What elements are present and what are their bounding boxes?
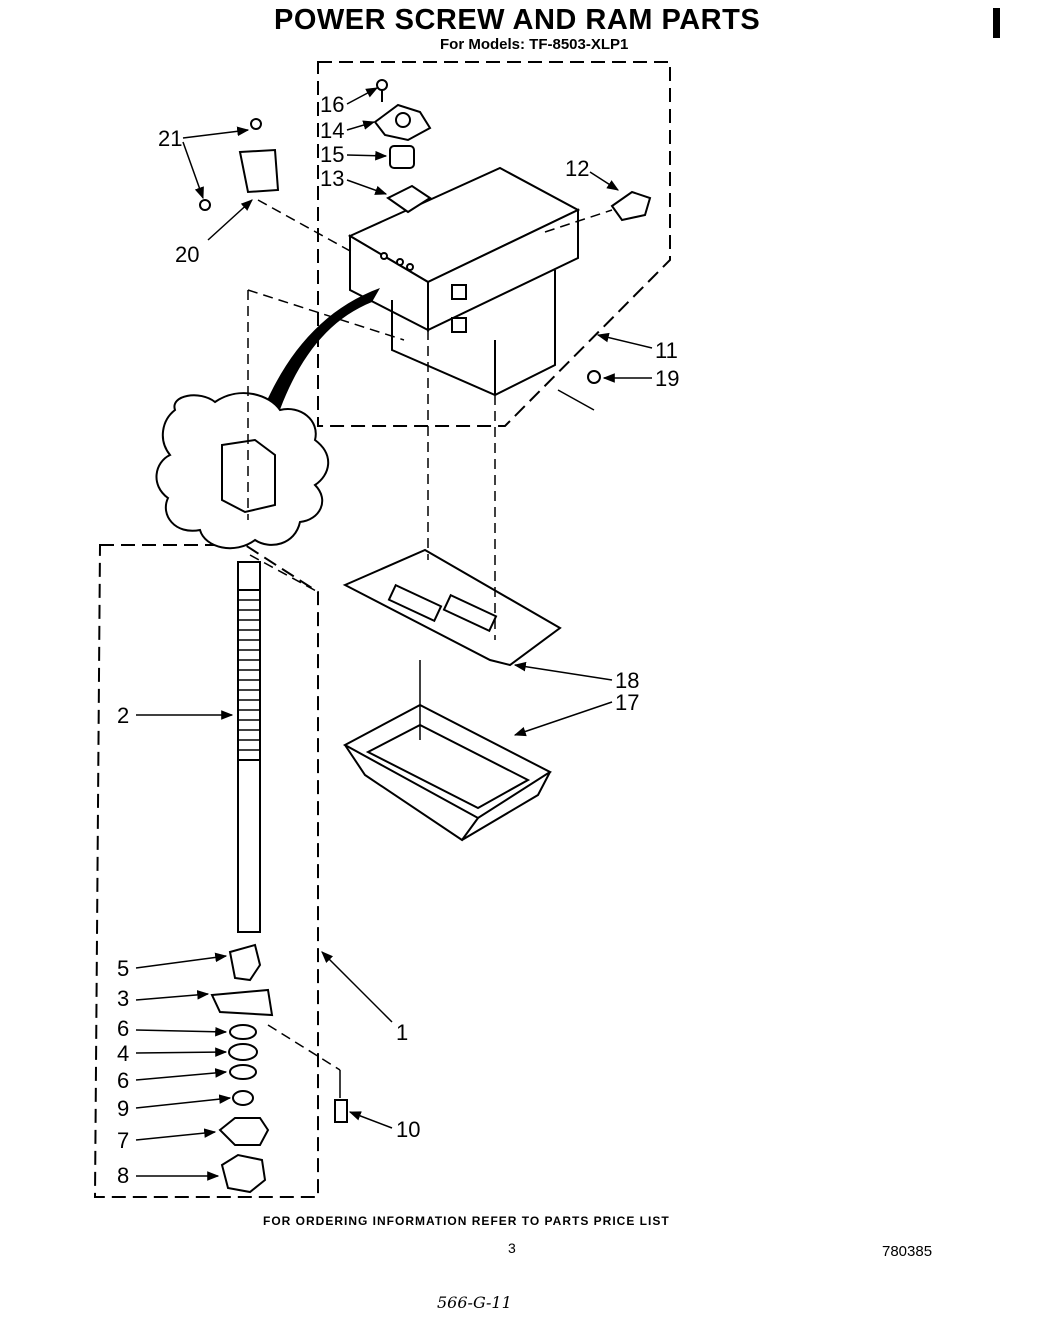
callout-12: 12: [565, 156, 589, 181]
callout-arrows: [135, 87, 653, 1181]
gasket: [342, 548, 562, 667]
callout-labels: 16 14 15 13 12 11 19 21 20 18 17 2 5 3 6…: [117, 92, 679, 1188]
callout-1: 1: [396, 1020, 408, 1045]
callout-15: 15: [320, 142, 344, 167]
lower-parts: [210, 943, 348, 1194]
callout-7: 7: [117, 1128, 129, 1153]
power-screw: [237, 561, 261, 933]
callout-20: 20: [175, 242, 199, 267]
callout-2: 2: [117, 703, 129, 728]
callout-17: 17: [615, 690, 639, 715]
callout-16: 16: [320, 92, 344, 117]
ram-top-parts: [199, 79, 652, 384]
callout-8: 8: [117, 1163, 129, 1188]
callout-4: 4: [117, 1041, 129, 1066]
page-number: 3: [508, 1240, 516, 1256]
callout-6a: 6: [117, 1016, 129, 1041]
callout-13: 13: [320, 166, 344, 191]
handwritten-note: 566-G-11: [437, 1293, 512, 1312]
callout-3: 3: [117, 986, 129, 1011]
ram-group-outline: [317, 61, 671, 427]
callout-6b: 6: [117, 1068, 129, 1093]
corner-mark: [993, 8, 1000, 38]
document-code: 780385: [882, 1243, 933, 1260]
callout-14: 14: [320, 118, 344, 143]
callout-10: 10: [396, 1117, 420, 1142]
ordering-note: FOR ORDERING INFORMATION REFER TO PARTS …: [263, 1214, 670, 1228]
screw-group-outline: [93, 544, 319, 1198]
callout-9: 9: [117, 1096, 129, 1121]
callout-5: 5: [117, 956, 129, 981]
callout-11: 11: [655, 338, 678, 363]
ram-pan: [342, 703, 553, 842]
callout-19: 19: [655, 366, 679, 391]
leader-lines: [247, 199, 613, 1098]
callout-18: 18: [615, 668, 639, 693]
page-title: POWER SCREW AND RAM PARTS: [274, 4, 761, 36]
callout-21: 21: [158, 126, 182, 151]
ram-housing: [347, 166, 581, 397]
model-subtitle: For Models: TF-8503-XLP1: [440, 36, 629, 53]
